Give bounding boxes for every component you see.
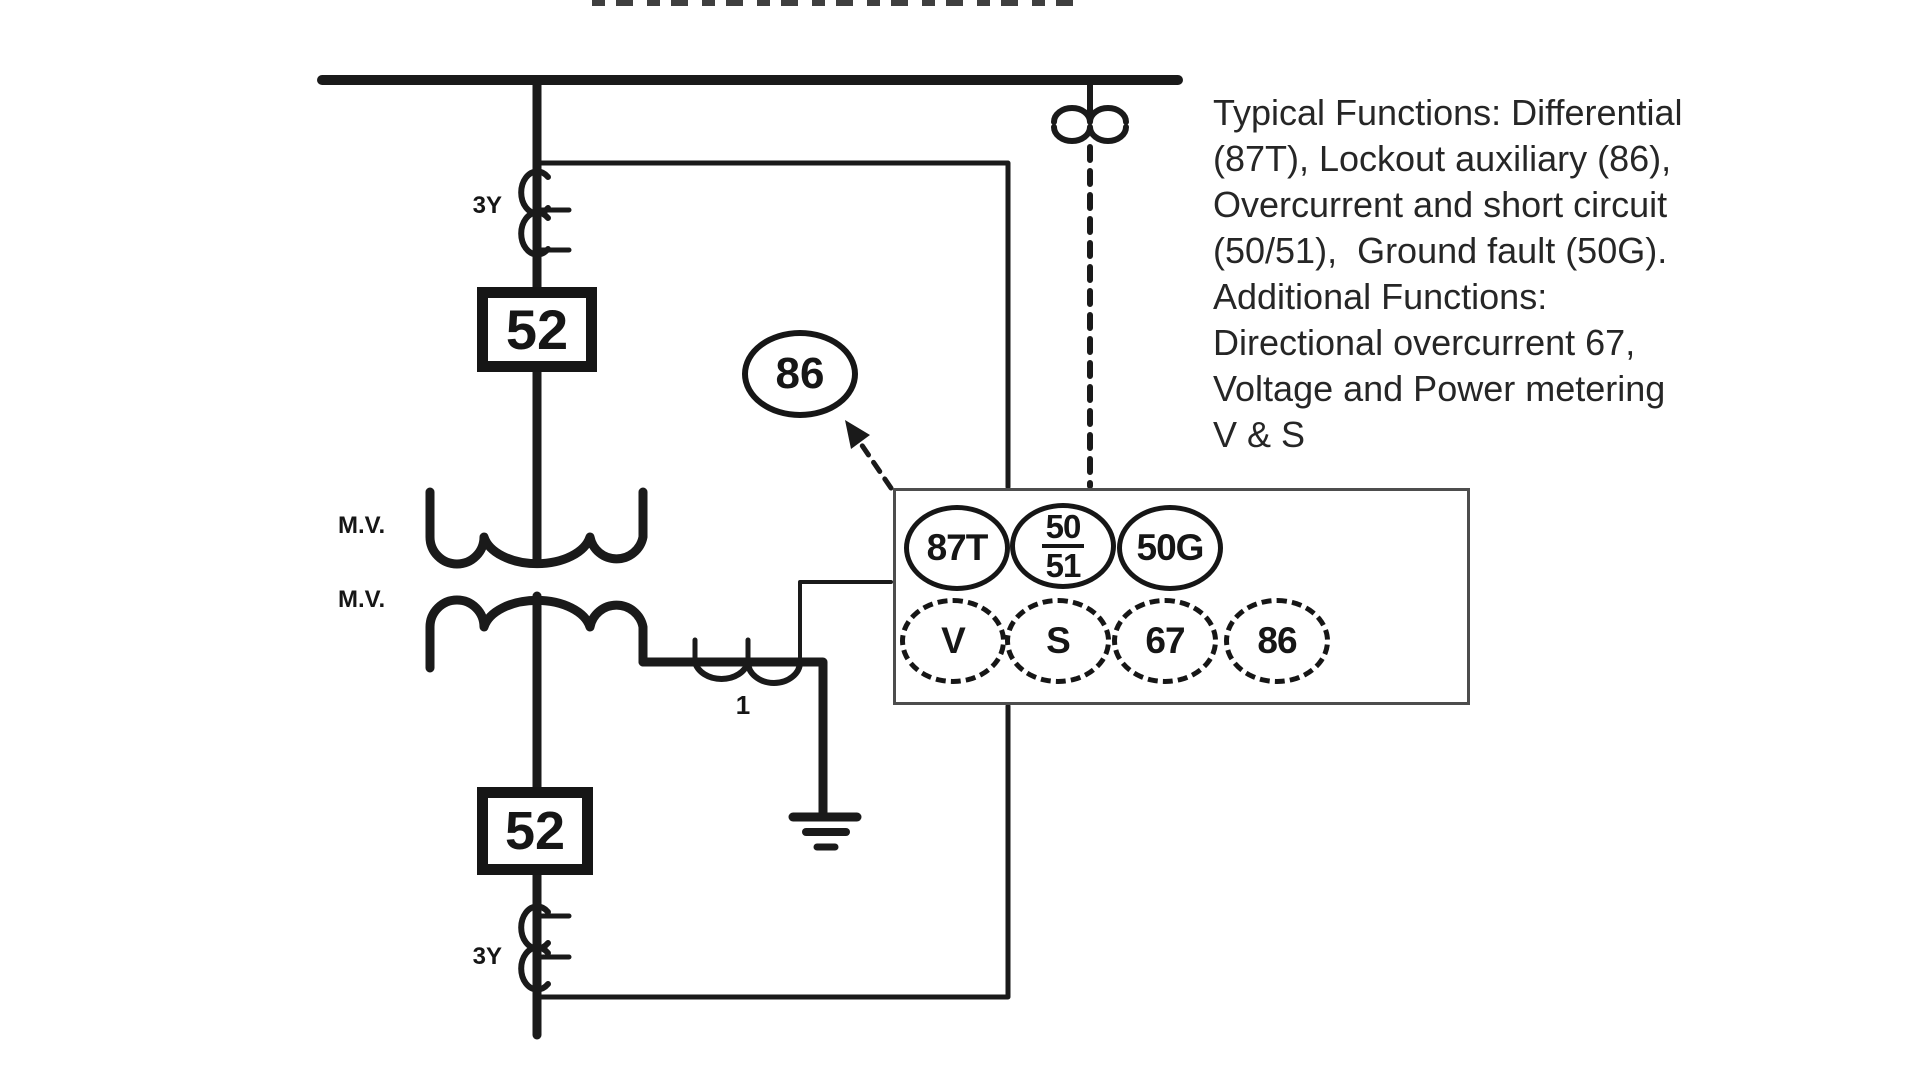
ground-ct-label: 1 — [735, 690, 751, 720]
lockout-relay-circle: 86 — [742, 330, 858, 418]
note-line-2: (87T), Lockout auxiliary (86), — [1213, 138, 1672, 179]
function-label-51: 51 — [1045, 547, 1082, 584]
breaker-bottom-label: 52 — [504, 801, 566, 861]
note-line-6: Directional overcurrent 67, — [1213, 322, 1636, 363]
ct-loop-top-wire — [534, 160, 1011, 490]
note-line-8: V & S — [1213, 414, 1306, 455]
mv-secondary-label: M.V. — [338, 586, 386, 613]
ct-loop-bottom-wire — [534, 703, 1011, 1000]
ct-bottom-symbol — [518, 903, 572, 993]
ct-bottom-label: 3Y — [472, 943, 502, 970]
function-circle-v: V — [900, 598, 1006, 684]
function-label-s: S — [1046, 620, 1071, 661]
cropped-caption-fragments — [592, 0, 1078, 6]
function-label-v: V — [941, 620, 966, 661]
note-line-3: Overcurrent and short circuit — [1213, 184, 1668, 225]
note-line-1: Typical Functions: Differential — [1213, 92, 1683, 133]
ct-top-label: 3Y — [472, 192, 502, 219]
functions-note: Typical Functions: Differential (87T), L… — [1213, 90, 1813, 458]
note-line-7: Voltage and Power metering — [1213, 368, 1666, 409]
ct-secondary-wire — [798, 580, 893, 664]
neutral-wire — [638, 657, 828, 822]
function-label-86: 86 — [1257, 620, 1297, 661]
function-circle-67: 67 — [1112, 598, 1218, 684]
lockout-relay-label: 86 — [775, 349, 825, 398]
function-circle-86: 86 — [1224, 598, 1330, 684]
function-circle-50-51: 50 51 — [1010, 503, 1116, 589]
ground-symbol — [788, 812, 862, 851]
ct-top-symbol — [518, 168, 572, 258]
function-label-50-51: 50 51 — [1041, 509, 1085, 584]
function-circle-50g: 50G — [1117, 505, 1223, 591]
function-label-50g: 50G — [1136, 527, 1205, 568]
mv-primary-label: M.V. — [338, 512, 386, 539]
function-label-87t: 87T — [926, 527, 989, 568]
breaker-top-52: 52 — [477, 287, 597, 372]
breaker-bottom-52: 52 — [477, 787, 593, 875]
trip-arrow — [845, 420, 894, 491]
note-line-4: (50/51), Ground fault (50G). — [1213, 230, 1668, 271]
note-line-5: Additional Functions: — [1213, 276, 1548, 317]
function-label-50: 50 — [1041, 509, 1085, 548]
pt-symbol — [1051, 77, 1129, 144]
function-label-67: 67 — [1145, 620, 1185, 661]
ground-ct-symbol — [692, 637, 803, 686]
transformer-secondary-winding — [425, 595, 648, 673]
breaker-top-label: 52 — [505, 298, 569, 361]
function-circle-s: S — [1005, 598, 1111, 684]
function-circle-87t: 87T — [904, 505, 1010, 591]
transformer-primary-winding — [425, 487, 648, 569]
